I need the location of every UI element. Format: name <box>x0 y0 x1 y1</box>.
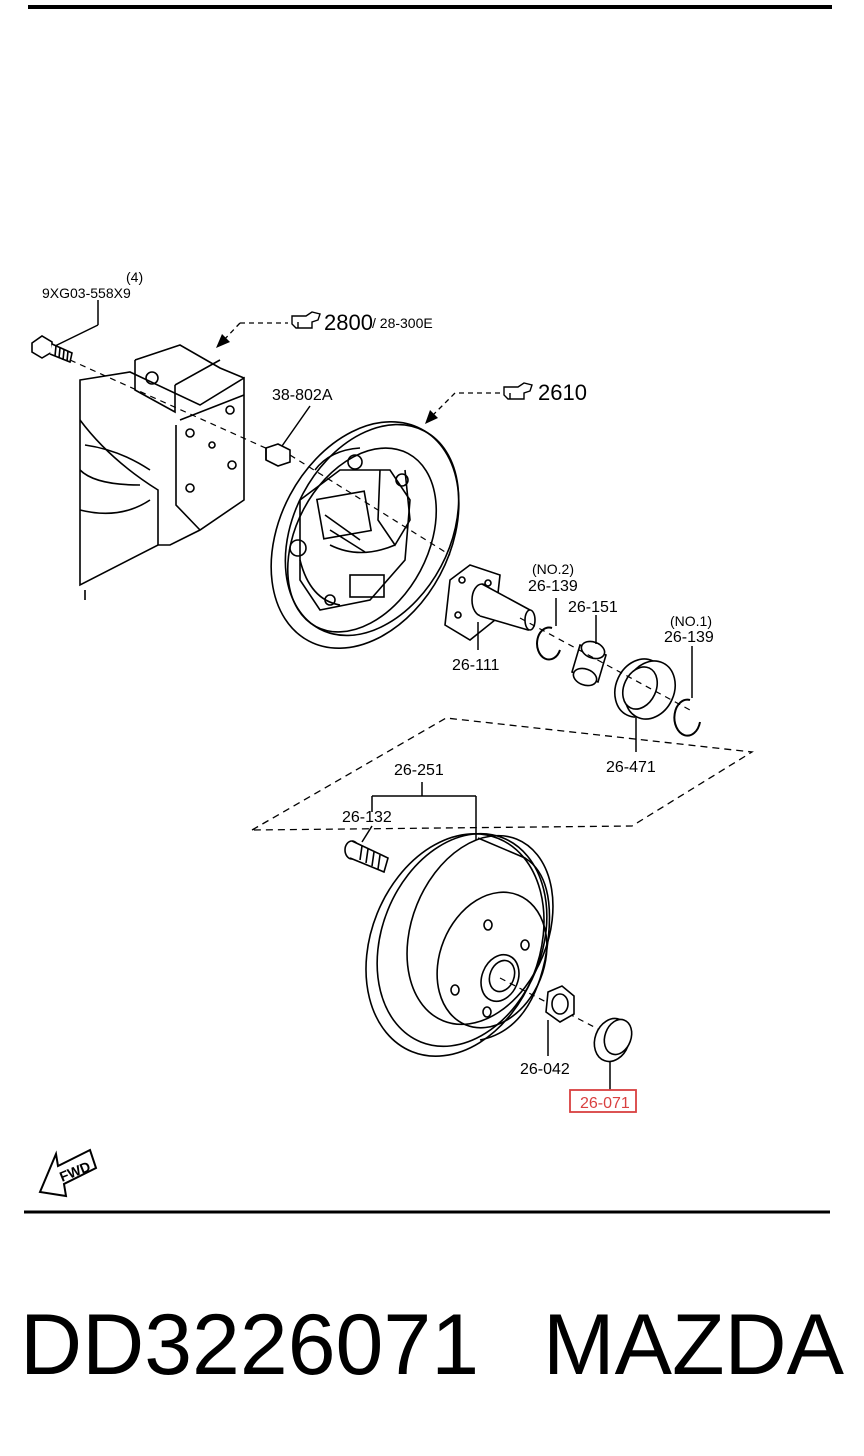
ref-2610-label: 2610 <box>538 380 587 405</box>
snap-ring-no2 <box>536 626 561 661</box>
pointer-hand-icon <box>291 311 321 329</box>
part-26-139-no1-label: 26-139 <box>664 629 714 646</box>
axle-bracket <box>79 344 245 600</box>
bolt-axis-dashed <box>69 359 271 451</box>
part-26-111-label: 26-111 <box>452 657 500 674</box>
part-26-132-label: 26-132 <box>342 809 392 826</box>
footer: DD3226071 MAZDA <box>0 1285 864 1405</box>
no1-label: (NO.1) <box>670 613 712 629</box>
snap-ring-no1 <box>673 698 701 737</box>
fwd-label: FWD <box>57 1158 93 1185</box>
seal-26-471 <box>614 658 676 720</box>
fwd-arrow-icon: FWD <box>38 1148 98 1198</box>
bolt-qty-label: (4) <box>126 269 143 285</box>
nut-26-042 <box>545 985 575 1023</box>
part-26-071-label: 26-071 <box>580 1095 630 1112</box>
stud-leader <box>361 825 373 843</box>
bolt-9xg03-558x9 <box>31 335 73 364</box>
plate-axis-dashed <box>289 454 451 556</box>
bearing-26-151 <box>571 640 607 687</box>
grease-cap-26-071 <box>593 1017 633 1063</box>
ref-2800-arrowhead <box>216 334 230 348</box>
brand-name: MAZDA <box>543 1297 844 1393</box>
part-26-151-label: 26-151 <box>568 599 618 616</box>
part-38-802a-label: 38-802A <box>272 387 333 404</box>
ref-2610-dashed <box>429 392 500 419</box>
part-26-251-label: 26-251 <box>394 762 444 779</box>
bolt-38-802a <box>265 443 291 467</box>
spindle-26-111 <box>444 564 536 641</box>
part-number: DD3226071 <box>20 1297 480 1393</box>
wheel-stud-26-132 <box>344 840 389 874</box>
highlight-box <box>569 1089 637 1113</box>
bolt-leader-2 <box>54 324 99 347</box>
bolt-part-label: 9XG03-558X9 <box>42 285 131 301</box>
part-26-042-label: 26-042 <box>520 1061 570 1078</box>
part-26-471-label: 26-471 <box>606 759 656 776</box>
drum-group-leader <box>371 782 477 840</box>
pointer-hand-icon-2 <box>503 382 533 400</box>
ref-2800-label: 2800 <box>324 310 373 335</box>
exploded-parts-diagram: FWD (4) 9XG03-558X9 2800 / 28-300E 38-80… <box>24 5 832 1214</box>
ref-28300e-label: / 28-300E <box>372 315 433 331</box>
brake-drum-26-251 <box>365 832 554 1057</box>
drum-group-dashed-box <box>249 717 754 831</box>
no2-label: (NO.2) <box>532 561 574 577</box>
brake-backing-plate <box>270 420 460 650</box>
bolt-38-802a-leader <box>281 405 311 447</box>
part-26-139-no2-label: 26-139 <box>528 578 578 595</box>
ref-2610-arrowhead <box>425 410 438 424</box>
